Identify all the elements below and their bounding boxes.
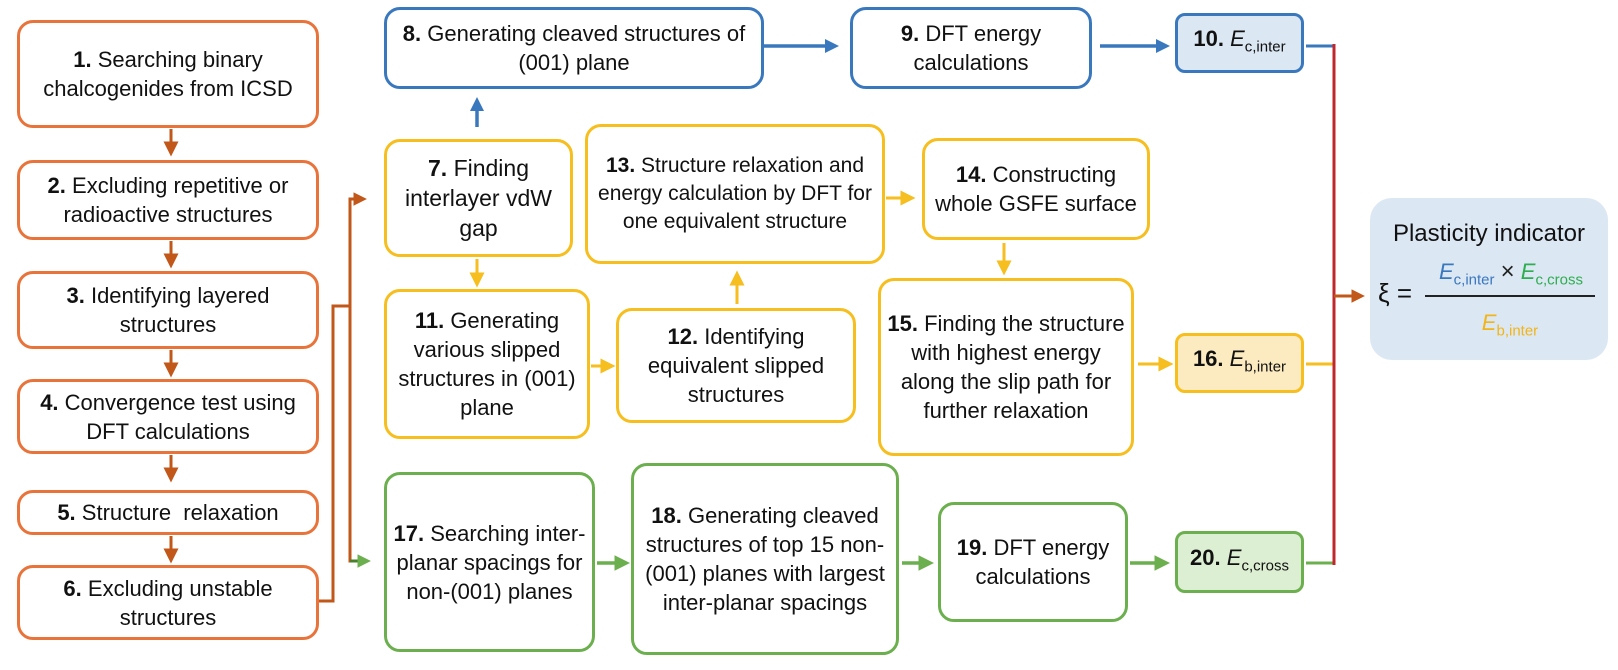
- step-15-text: 15. Finding the structure with highest e…: [887, 311, 1125, 423]
- step-1-text: 1. Searching binary chalcogenides from I…: [43, 47, 293, 101]
- step-6-text: 6. Excluding unstable structures: [63, 575, 273, 630]
- denominator-term: Eb,inter: [1481, 310, 1539, 340]
- step-11-text: 11. Generating various slipped structure…: [398, 308, 576, 420]
- step-5-text: 5. Structure relaxation: [57, 500, 279, 525]
- step-8-box: 8. Generating cleaved structures of (001…: [384, 7, 764, 89]
- step-2-box: 2. Excluding repetitive or radioactive s…: [17, 160, 319, 240]
- result-16-box: 16. Eb,inter: [1175, 333, 1304, 393]
- step-13-text: 13. Structure relaxation and energy calc…: [598, 154, 872, 233]
- result-20-box: 20. Ec,cross: [1175, 531, 1304, 593]
- formula-denominator: Eb,inter: [1425, 310, 1595, 339]
- blue-arrows: [470, 39, 1170, 127]
- step-18-box: 18. Generating cleaved structures of top…: [631, 463, 899, 655]
- result-16-text: 16. Eb,inter: [1192, 346, 1287, 376]
- step-12-text: 12. Identifying equivalent slipped struc…: [647, 324, 825, 407]
- step-5-box: 5. Structure relaxation: [17, 490, 319, 535]
- step-6-box: 6. Excluding unstable structures: [17, 565, 319, 640]
- step-9-box: 9. DFT energy calculations: [850, 7, 1092, 89]
- step-11-box: 11. Generating various slipped structure…: [384, 289, 590, 439]
- result-connectors: [1306, 44, 1365, 565]
- step-7-box: 7. Finding interlayer vdW gap: [384, 139, 573, 257]
- step-2-text: 2. Excluding repetitive or radioactive s…: [47, 173, 289, 227]
- step-3-text: 3. Identifying layered structures: [66, 283, 270, 337]
- step-7-text: 7. Finding interlayer vdW gap: [405, 155, 552, 241]
- step-9-text: 9. DFT energy calculations: [900, 21, 1042, 75]
- step-18-text: 18. Generating cleaved structures of top…: [645, 503, 885, 615]
- step-12-box: 12. Identifying equivalent slipped struc…: [616, 308, 856, 423]
- yellow-arrows: [469, 190, 1174, 374]
- result-20-text: 20. Ec,cross: [1190, 545, 1289, 575]
- step-17-box: 17. Searching inter-planar spacings for …: [384, 472, 595, 652]
- times-symbol: ×: [1500, 258, 1515, 285]
- step-19-text: 19. DFT energy calculations: [956, 535, 1110, 589]
- fraction-line: [1425, 295, 1595, 297]
- step-4-text: 4. Convergence test using DFT calculatio…: [40, 389, 296, 444]
- step-1-box: 1. Searching binary chalcogenides from I…: [17, 20, 319, 128]
- step-17-text: 17. Searching inter-planar spacings for …: [393, 520, 586, 604]
- step-4-box: 4. Convergence test using DFT calculatio…: [17, 379, 319, 454]
- formula-numerator: Ec,inter × Ec,cross: [1416, 258, 1606, 288]
- result-10-box: 10. Ec,inter: [1175, 13, 1304, 73]
- step-14-box: 14. Constructing whole GSFE surface: [922, 138, 1150, 240]
- step-14-text: 14. Constructing whole GSFE surface: [935, 162, 1137, 216]
- step-19-box: 19. DFT energy calculations: [938, 502, 1128, 622]
- numerator-term-b: Ec,cross: [1520, 259, 1583, 289]
- step-8-text: 8. Generating cleaved structures of (001…: [402, 21, 746, 75]
- indicator-title: Plasticity indicator: [1392, 220, 1586, 247]
- step-3-box: 3. Identifying layered structures: [17, 271, 319, 349]
- step-15-box: 15. Finding the structure with highest e…: [878, 278, 1134, 456]
- xi-symbol: ξ =: [1378, 278, 1413, 308]
- step-13-box: 13. Structure relaxation and energy calc…: [585, 124, 885, 264]
- numerator-term-a: Ec,inter: [1438, 259, 1495, 289]
- branch-connector: [319, 192, 371, 603]
- result-10-text: 10. Ec,inter: [1193, 26, 1286, 56]
- plasticity-indicator-panel: Plasticity indicator ξ = Ec,inter × Ec,c…: [1370, 198, 1608, 360]
